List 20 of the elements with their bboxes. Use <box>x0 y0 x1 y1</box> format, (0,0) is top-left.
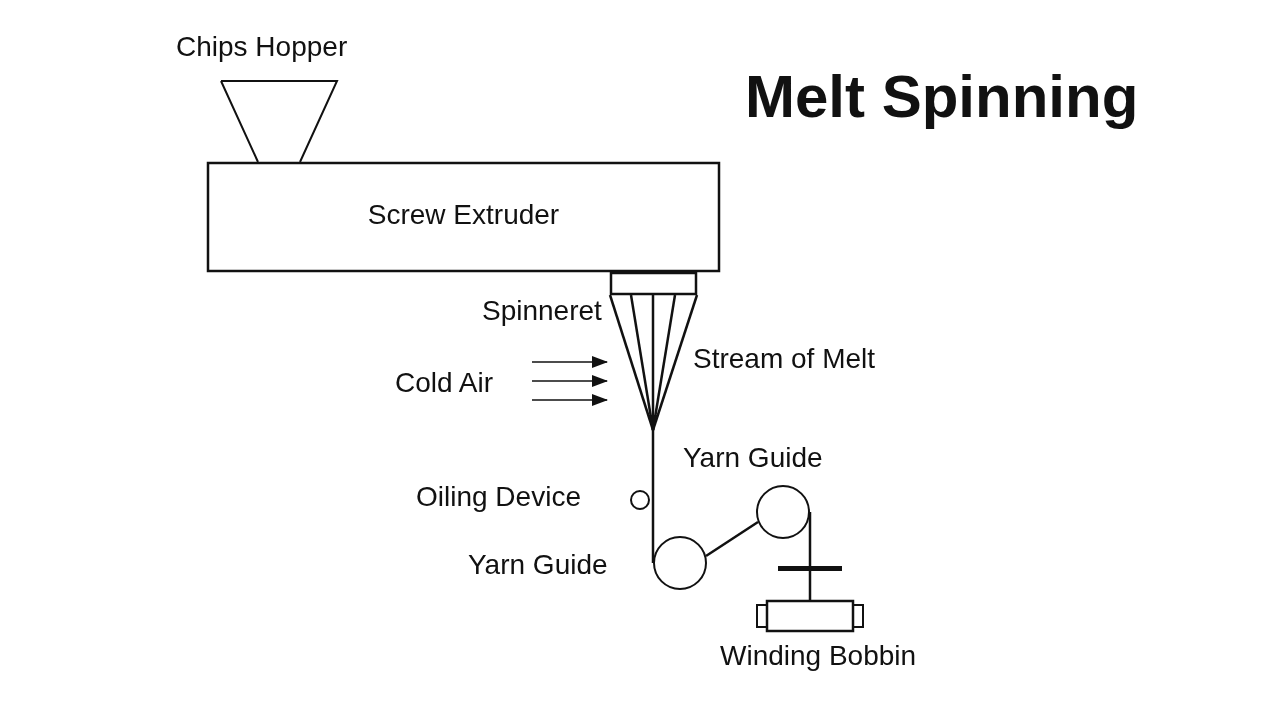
spinneret <box>610 272 697 295</box>
winding-bobbin <box>757 600 863 632</box>
yarn-line <box>705 520 759 558</box>
part-label: Winding Bobbin <box>720 641 917 672</box>
part-label: Oiling Device <box>416 482 581 513</box>
part-label: Stream of Melt <box>693 344 876 375</box>
part-label: Spinneret <box>482 296 602 327</box>
part-label: Yarn Guide <box>468 550 608 581</box>
part-label: Cold Air <box>395 368 494 399</box>
yarn-line <box>651 430 655 563</box>
hopper <box>220 80 338 162</box>
part-label: Yarn Guide <box>683 443 823 474</box>
extruder-box <box>207 162 720 272</box>
yarn-guide-roller <box>756 485 810 539</box>
title: Melt Spinning <box>745 64 1139 130</box>
yarn-guide-roller <box>653 536 707 590</box>
oiling-device <box>630 490 650 510</box>
box-label: Screw Extruder <box>366 200 561 231</box>
part-label: Chips Hopper <box>176 32 348 63</box>
yarn-line <box>808 512 812 600</box>
